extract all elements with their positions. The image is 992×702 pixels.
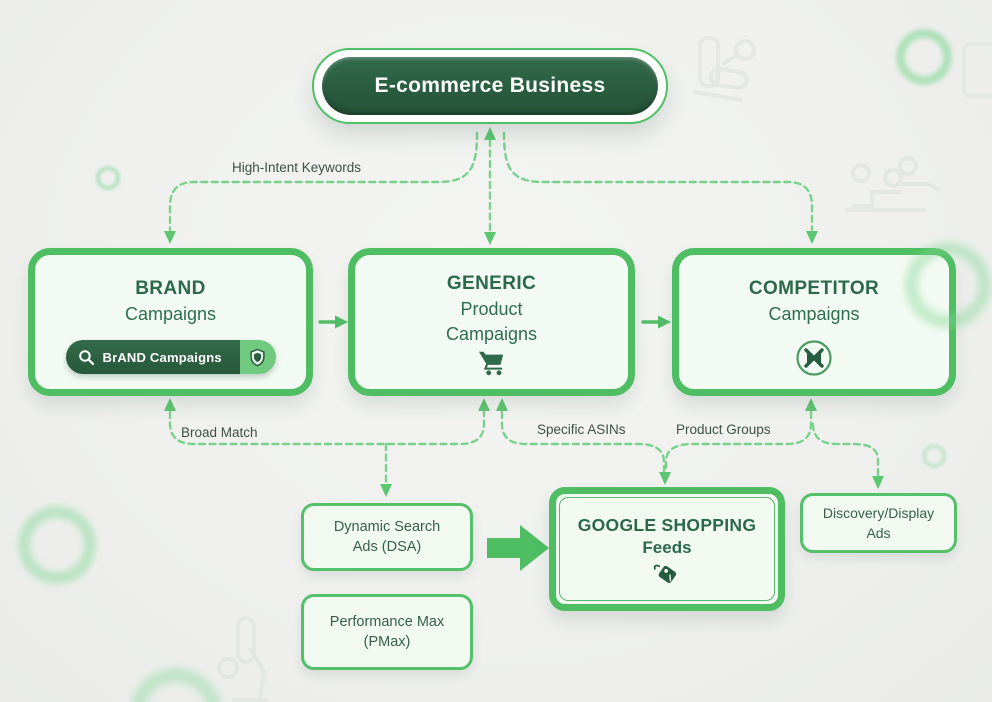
edge-root-brand [168, 131, 479, 232]
edge-label-specific-asins: Specific ASINs [537, 422, 626, 437]
competitor-title: COMPETITOR [748, 278, 880, 299]
node-ecommerce-business: E-commerce Business [312, 48, 668, 124]
node-competitor-campaigns: COMPETITOR Campaigns [672, 248, 956, 396]
google-shopping-inner: GOOGLE SHOPPING Feeds [559, 497, 775, 601]
brand-search-main: BrAND Campaigns [65, 340, 240, 374]
decor-ring-bottom-left [18, 506, 96, 584]
dsa-line1: Dynamic Search [333, 519, 441, 535]
generic-title: GENERIC [446, 273, 537, 294]
edge-competitor-discovery [811, 422, 880, 478]
node-generic-product-campaigns: GENERIC Product Campaigns [348, 248, 635, 396]
decor-ring-top-right [896, 29, 952, 85]
shopping-title: GOOGLE SHOPPING [577, 515, 757, 535]
generic-line2: Product [460, 299, 523, 319]
brand-title: BRAND [135, 278, 206, 299]
edge-label-broad-match: Broad Match [181, 425, 258, 440]
discovery-line2: Ads [866, 525, 891, 541]
brand-subtitle: Campaigns [124, 304, 217, 324]
decor-ring-bottom-edge [130, 668, 222, 702]
competitor-subtitle: Campaigns [768, 304, 860, 324]
block-arrow-dsa-to-shopping [487, 525, 549, 571]
target-x-icon [796, 340, 832, 376]
price-tag-icon [653, 564, 677, 583]
node-performance-max: Performance Max (PMax) [301, 594, 473, 670]
node-ecommerce-business-inner: E-commerce Business [322, 57, 658, 115]
brand-search-value: BrAND Campaigns [102, 349, 222, 365]
brand-search-shield-cap [239, 340, 276, 374]
pmax-line2: (PMax) [363, 634, 411, 650]
dsa-line2: Ads (DSA) [352, 539, 422, 555]
shopping-subtitle: Feeds [642, 538, 692, 557]
edge-label-product-groups: Product Groups [676, 422, 771, 437]
shield-icon [250, 348, 265, 366]
root-label: E-commerce Business [374, 74, 606, 97]
brand-search-bar: BrAND Campaigns [65, 340, 276, 374]
decor-ring-right-small [922, 444, 946, 468]
discovery-line1: Discovery/Display [822, 505, 935, 521]
generic-line3: Campaigns [445, 324, 538, 344]
edge-label-high-intent-keywords: High-Intent Keywords [232, 160, 362, 175]
node-google-shopping-feeds: GOOGLE SHOPPING Feeds [549, 487, 785, 611]
edge-competitor-shopping [664, 410, 813, 474]
decor-ring-small-left [96, 166, 120, 190]
pmax-line1: Performance Max [329, 614, 445, 630]
search-icon [78, 349, 94, 365]
edge-generic-shopping [500, 410, 666, 474]
node-dynamic-search-ads: Dynamic Search Ads (DSA) [301, 503, 473, 571]
node-brand-campaigns: BRAND Campaigns BrAND Campaigns [28, 248, 313, 396]
edge-root-competitor [502, 131, 814, 232]
node-discovery-display-ads: Discovery/Display Ads [800, 493, 957, 553]
shopping-cart-icon [478, 351, 503, 376]
